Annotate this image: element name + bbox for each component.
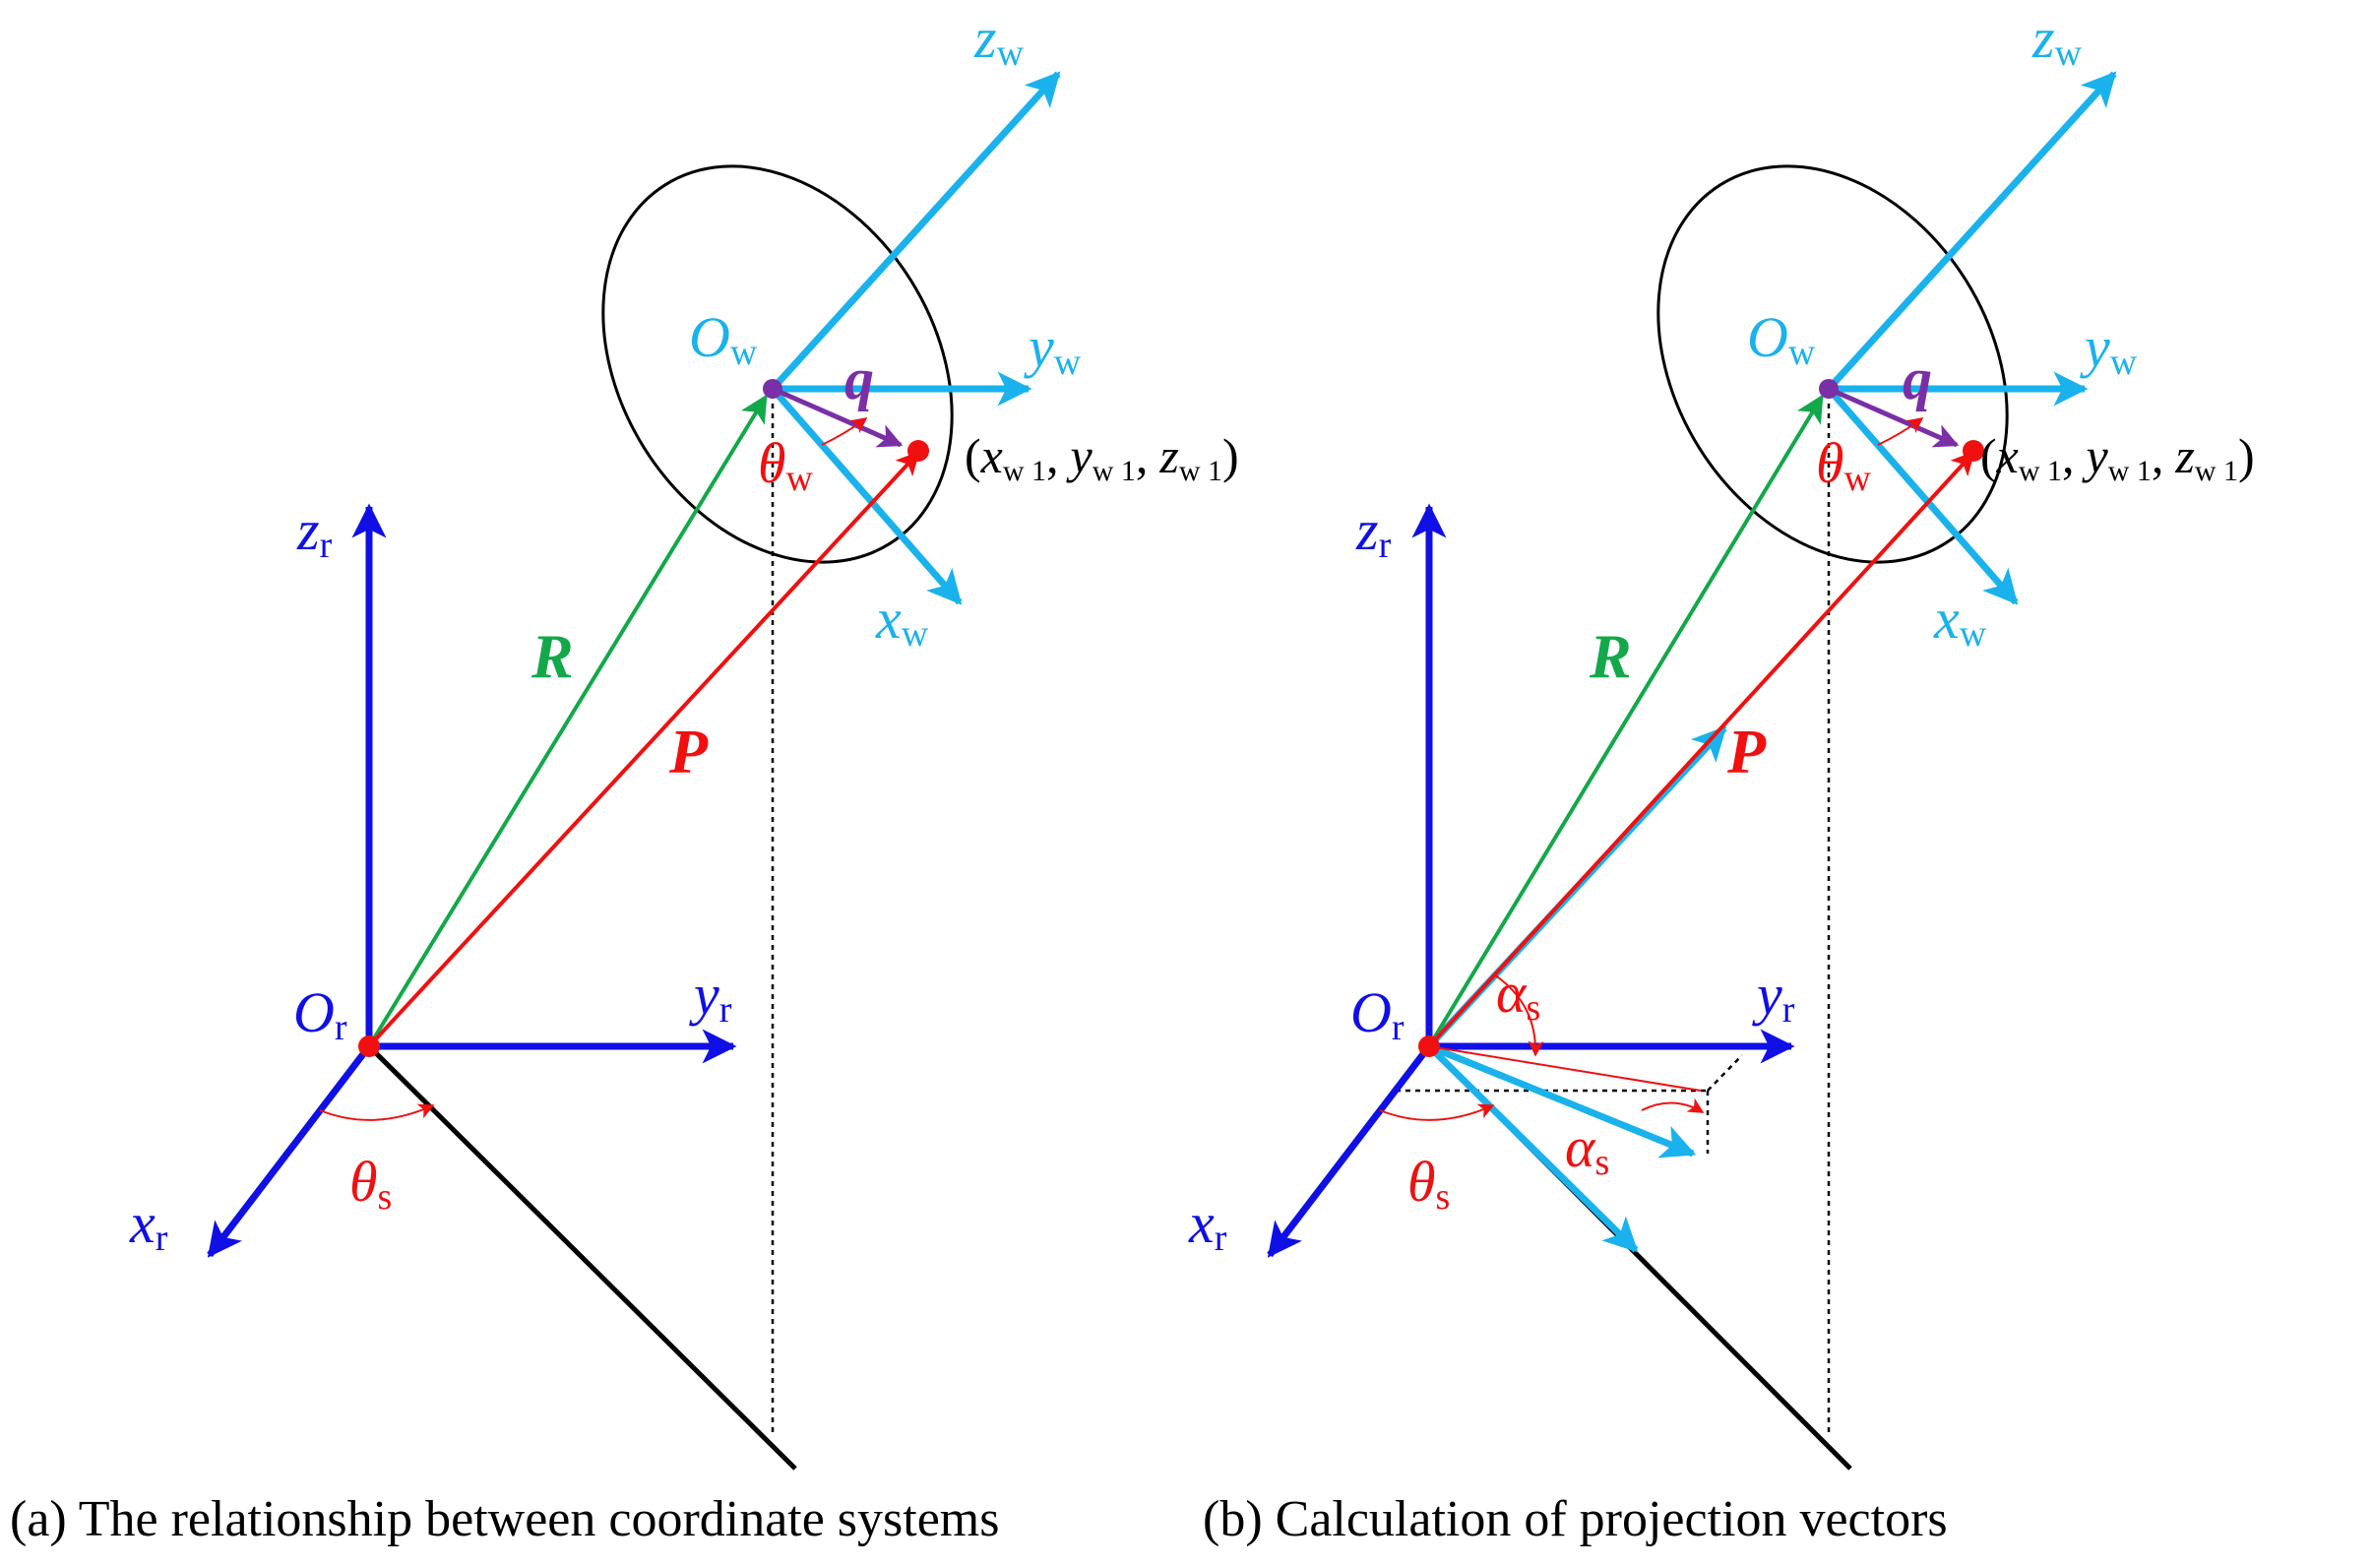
q-vector xyxy=(771,386,904,448)
theta-w-arc xyxy=(821,417,868,446)
R-vector xyxy=(1427,394,1824,1048)
Or-label: Or xyxy=(1350,980,1405,1048)
theta-w-label: θw xyxy=(1816,431,1872,499)
P-vector xyxy=(1427,451,1975,1048)
P-projection-horizontal xyxy=(1427,1042,1697,1159)
projection-dotted-slant xyxy=(1707,1054,1743,1092)
R-label: R xyxy=(1589,621,1632,691)
coord-label: (xw 1,yw 1,zw 1) xyxy=(965,428,1239,487)
panel-b: Ow zw yw xw q θw (xw 1,yw 1,zw 1) zr R P… xyxy=(1188,6,2255,1547)
yw-label: yw xyxy=(1024,315,1082,383)
xr-label: xr xyxy=(1188,1191,1227,1259)
zr-label: zr xyxy=(1355,498,1392,566)
R-label: R xyxy=(531,621,574,691)
wheel-ellipse xyxy=(601,164,954,564)
alpha-s-arc-2 xyxy=(1641,1098,1705,1113)
coord-label: (xw 1,yw 1,zw 1) xyxy=(1980,428,2255,487)
zw-label: zw xyxy=(2031,6,2083,74)
zw-axis xyxy=(770,71,1061,392)
theta-s-arc xyxy=(319,1103,435,1121)
P-label: P xyxy=(1726,717,1767,786)
zr-label: zr xyxy=(296,498,333,566)
xw-axis xyxy=(1826,386,2019,605)
xw-axis xyxy=(770,386,963,605)
P-vector xyxy=(367,451,920,1048)
R-vector xyxy=(367,394,768,1048)
thin-red-projection xyxy=(1428,1045,1702,1092)
wheel-contact-point xyxy=(907,440,929,462)
xw-label: xw xyxy=(875,587,929,655)
zw-axis xyxy=(1826,71,2117,392)
theta-s-label: θs xyxy=(1407,1150,1450,1218)
xr-axis xyxy=(1267,1043,1432,1258)
Ow-label: Ow xyxy=(1747,305,1816,373)
Ow-point xyxy=(763,379,782,399)
yr-label: yr xyxy=(689,963,732,1031)
alpha-s-label: αs xyxy=(1496,961,1540,1029)
P-label: P xyxy=(668,717,709,786)
theta-s-label: θs xyxy=(349,1150,392,1218)
q-label: q xyxy=(1903,346,1932,411)
Or-label: Or xyxy=(293,980,347,1048)
yr-label: yr xyxy=(1752,963,1795,1031)
Or-point xyxy=(1418,1035,1440,1057)
wheel-ellipse xyxy=(1656,164,2009,564)
wheel-contact-point xyxy=(1963,440,1984,462)
q-label: q xyxy=(844,346,874,411)
xr-axis xyxy=(207,1043,372,1258)
panel-a: Ow zw yw xw q θw (xw 1,yw 1,zw 1) zr R P… xyxy=(10,6,1239,1547)
q-vector xyxy=(1827,386,1960,448)
Ow-label: Ow xyxy=(689,305,758,373)
alpha-s-label-2: αs xyxy=(1565,1115,1609,1183)
caption-a: (a) The relationship between coordinate … xyxy=(10,1491,1000,1547)
ground-line xyxy=(367,1044,797,1471)
theta-w-label: θw xyxy=(758,431,814,499)
theta-w-arc xyxy=(1877,417,1924,446)
xr-label: xr xyxy=(129,1191,168,1259)
zw-label: zw xyxy=(973,6,1025,74)
yw-label: yw xyxy=(2080,315,2138,383)
theta-s-arc xyxy=(1379,1103,1495,1121)
Ow-point xyxy=(1819,379,1839,399)
alpha-s-arc xyxy=(1493,973,1544,1057)
P-projection-ground xyxy=(1426,1043,1639,1253)
Or-point xyxy=(358,1035,380,1057)
caption-b: (b) Calculation of projection vectors xyxy=(1203,1491,1948,1547)
xw-label: xw xyxy=(1933,587,1987,655)
